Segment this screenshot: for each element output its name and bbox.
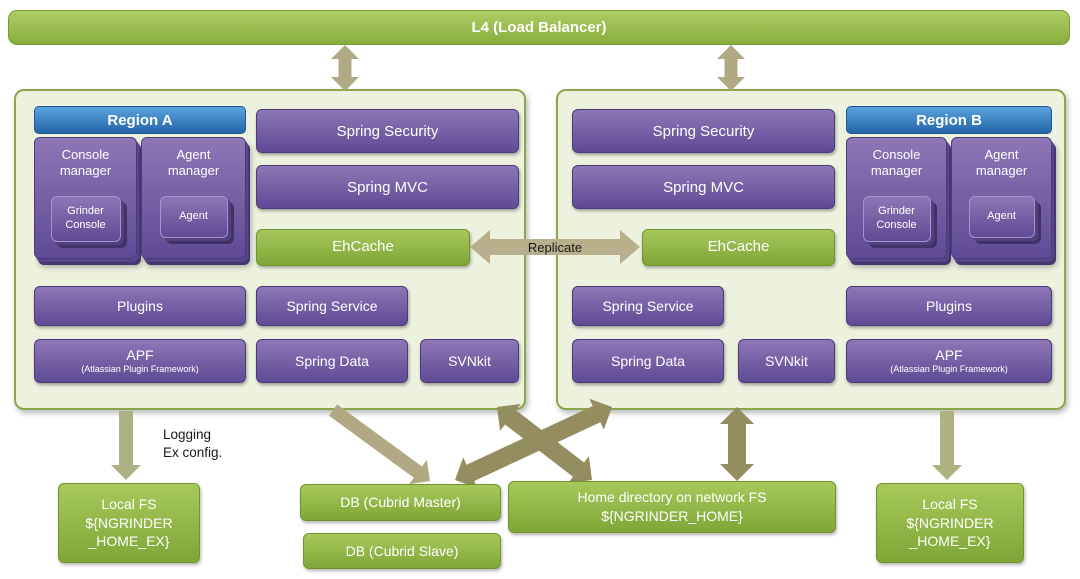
agent-manager-label: Agent manager xyxy=(975,147,1028,179)
region-b-grinder-console-box: Grinder Console xyxy=(862,195,931,242)
arrow-replicate-icon xyxy=(470,230,640,264)
arrow-lb-region-a-icon xyxy=(331,45,359,91)
agent-manager-label: Agent manager xyxy=(167,147,220,179)
logging-note: Logging Ex config. xyxy=(163,426,283,461)
region-b-agent-box: Agent xyxy=(968,195,1035,238)
region-b-ehcache-box: EhCache xyxy=(642,229,835,266)
arrow-region-b-home-icon xyxy=(720,407,754,481)
spring-security-label: Spring Security xyxy=(336,122,439,140)
apf-subtitle: (Atlassian Plugin Framework) xyxy=(81,364,199,374)
plugins-label: Plugins xyxy=(926,298,972,314)
plugins-label: Plugins xyxy=(117,298,163,314)
svnkit-label: SVNkit xyxy=(765,353,808,369)
agent-label: Agent xyxy=(179,209,208,222)
network-home-label: Home directory on network FS ${NGRINDER_… xyxy=(577,489,767,524)
region-a-agent-manager-box: Agent manager Agent xyxy=(141,137,246,259)
region-b-spring-service-box: Spring Service xyxy=(572,286,724,326)
region-a-plugins-box: Plugins xyxy=(34,286,246,326)
spring-data-label: Spring Data xyxy=(295,353,369,369)
region-b-svnkit-box: SVNkit xyxy=(738,339,835,383)
region-a-console-manager-box: Console manager Grinder Console xyxy=(34,137,137,259)
db-master-label: DB (Cubrid Master) xyxy=(340,494,461,511)
spring-service-label: Spring Service xyxy=(286,298,378,314)
region-a-title: Region A xyxy=(107,111,173,129)
region-b-panel: Spring Security Spring MVC EhCache Regio… xyxy=(556,89,1066,410)
region-a-spring-data-box: Spring Data xyxy=(256,339,408,383)
logging-note-text: Logging Ex config. xyxy=(163,427,223,460)
region-a-svnkit-box: SVNkit xyxy=(420,339,519,383)
arrow-region-a-dbmaster-icon xyxy=(328,404,430,485)
arrow-lb-region-b-icon xyxy=(717,45,745,91)
local-fs-right-box: Local FS ${NGRINDER _HOME_EX} xyxy=(876,483,1024,563)
spring-security-label: Spring Security xyxy=(652,122,755,140)
local-fs-right-label: Local FS ${NGRINDER _HOME_EX} xyxy=(906,495,994,550)
region-b-agent-manager-box: Agent manager Agent xyxy=(951,137,1052,259)
region-a-grinder-console-box: Grinder Console xyxy=(50,195,121,242)
region-b-spring-security-box: Spring Security xyxy=(572,109,835,153)
region-b-header: Region B xyxy=(846,106,1052,134)
region-a-spring-service-box: Spring Service xyxy=(256,286,408,326)
network-home-box: Home directory on network FS ${NGRINDER_… xyxy=(508,481,836,533)
region-b-title: Region B xyxy=(916,111,982,129)
grinder-console-label: Grinder Console xyxy=(65,205,106,231)
local-fs-left-label: Local FS ${NGRINDER _HOME_EX} xyxy=(85,495,173,550)
region-a-spring-mvc-box: Spring MVC xyxy=(256,165,519,209)
load-balancer-label: L4 (Load Balancer) xyxy=(471,19,607,36)
console-manager-label: Console manager xyxy=(59,147,112,179)
svnkit-label: SVNkit xyxy=(448,353,491,369)
region-b-console-manager-box: Console manager Grinder Console xyxy=(846,137,947,259)
replicate-label: Replicate xyxy=(500,237,610,258)
region-a-header: Region A xyxy=(34,106,246,134)
apf-subtitle: (Atlassian Plugin Framework) xyxy=(890,364,1008,374)
local-fs-left-box: Local FS ${NGRINDER _HOME_EX} xyxy=(58,483,200,563)
db-slave-label: DB (Cubrid Slave) xyxy=(345,542,459,559)
db-master-box: DB (Cubrid Master) xyxy=(300,484,501,521)
apf-title: APF xyxy=(126,347,154,364)
region-b-plugins-box: Plugins xyxy=(846,286,1052,326)
region-b-spring-mvc-box: Spring MVC xyxy=(572,165,835,209)
region-a-ehcache-box: EhCache xyxy=(256,229,470,266)
db-slave-box: DB (Cubrid Slave) xyxy=(303,533,501,569)
spring-mvc-label: Spring MVC xyxy=(663,178,744,196)
arrow-region-b-localfs-icon xyxy=(932,411,962,480)
arrow-region-a-home-icon xyxy=(497,403,592,484)
replicate-text: Replicate xyxy=(527,240,583,255)
load-balancer-bar: L4 (Load Balancer) xyxy=(8,10,1070,45)
region-b-apf-box: APF (Atlassian Plugin Framework) xyxy=(846,339,1052,383)
spring-mvc-label: Spring MVC xyxy=(347,178,428,196)
console-manager-label: Console manager xyxy=(870,147,923,179)
apf-title: APF xyxy=(935,347,963,364)
ehcache-label: EhCache xyxy=(707,238,770,256)
spring-service-label: Spring Service xyxy=(602,298,694,314)
ehcache-label: EhCache xyxy=(332,238,394,256)
region-a-apf-box: APF (Atlassian Plugin Framework) xyxy=(34,339,246,383)
region-a-agent-box: Agent xyxy=(159,195,228,238)
region-a-spring-security-box: Spring Security xyxy=(256,109,519,153)
region-b-spring-data-box: Spring Data xyxy=(572,339,724,383)
arrow-region-a-localfs-icon xyxy=(111,411,141,480)
grinder-console-label: Grinder Console xyxy=(876,205,917,231)
agent-label: Agent xyxy=(987,209,1016,222)
spring-data-label: Spring Data xyxy=(611,353,685,369)
